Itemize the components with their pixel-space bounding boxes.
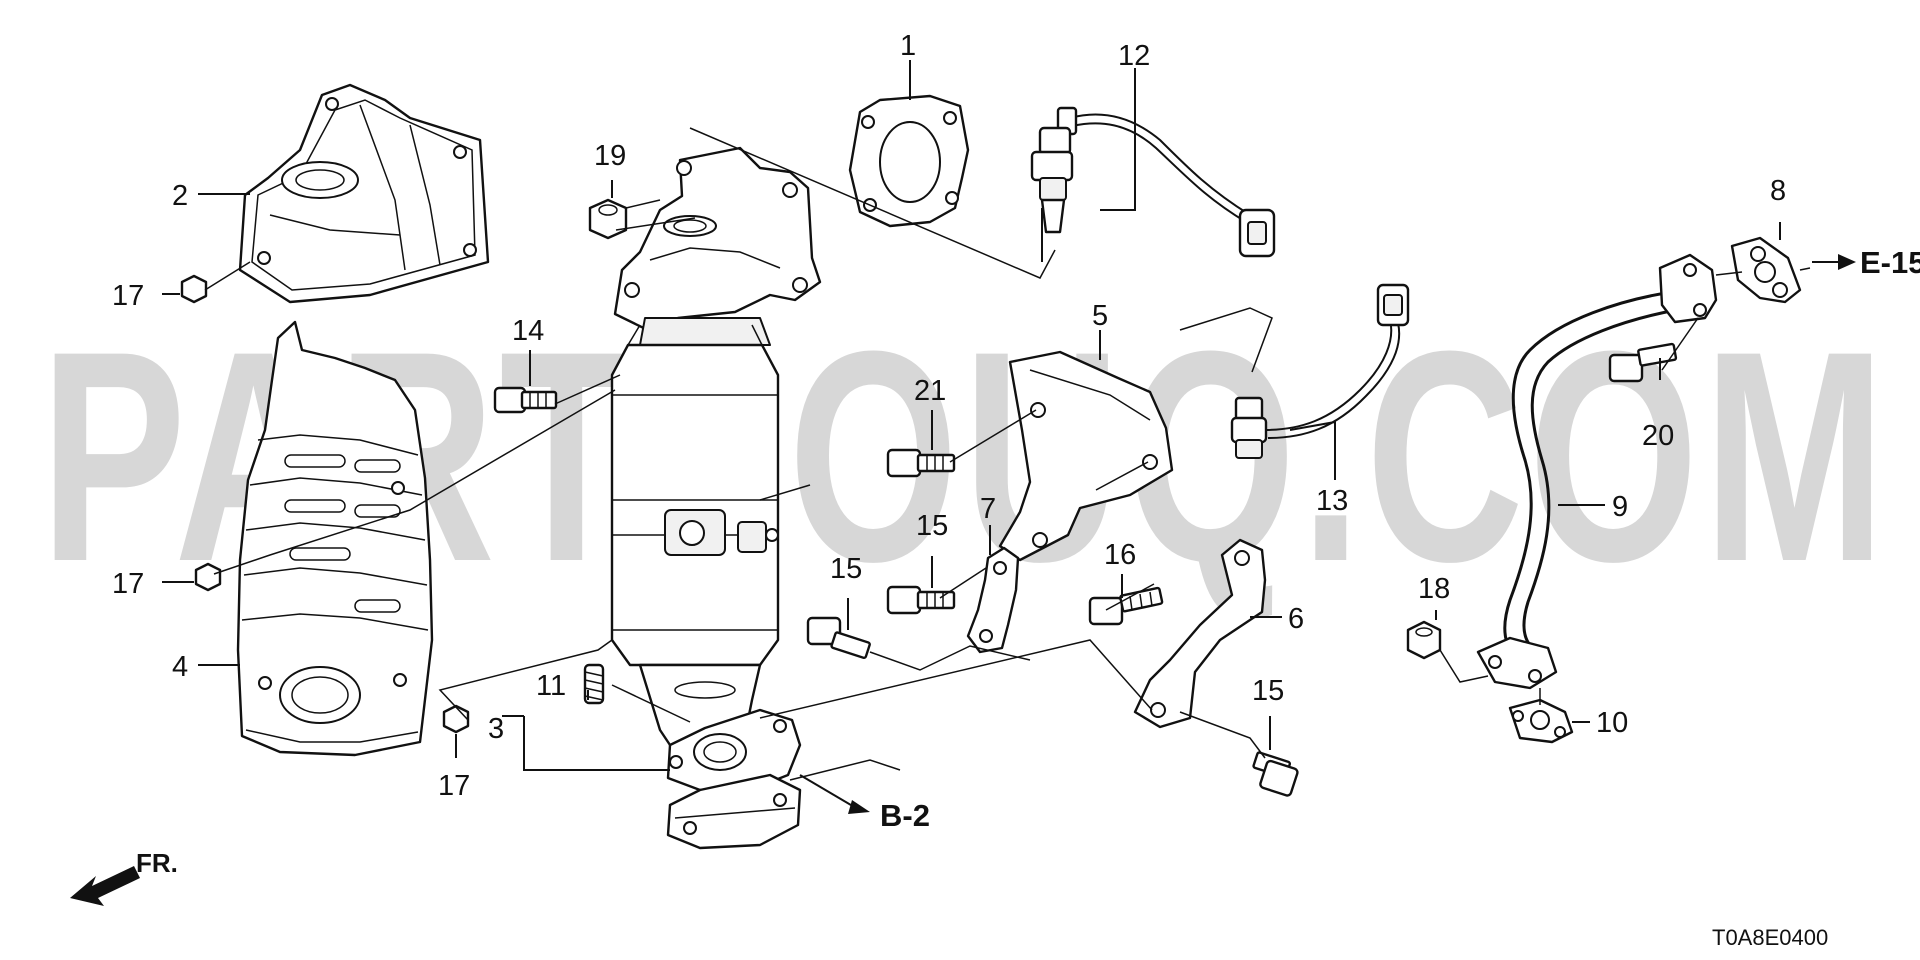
nut-18[interactable] xyxy=(1406,620,1442,660)
bolt-15-a[interactable] xyxy=(886,585,956,615)
callout-20: 20 xyxy=(1642,420,1674,452)
converter-bracket[interactable] xyxy=(998,350,1174,562)
callout-13: 13 xyxy=(1316,485,1348,517)
callout-17-c: 17 xyxy=(438,770,470,802)
callout-8: 8 xyxy=(1770,175,1786,207)
converter-stay-7[interactable] xyxy=(966,546,1020,654)
callout-7: 7 xyxy=(980,493,996,525)
nut-19[interactable] xyxy=(588,198,628,240)
callout-labels: 1 2 3 4 5 6 7 8 9 10 11 12 13 14 15 15 1… xyxy=(112,30,1786,802)
converter-stay-6[interactable] xyxy=(1133,538,1267,729)
reference-b2-label: B-2 xyxy=(880,798,930,833)
catalytic-converter-assembly[interactable] xyxy=(610,146,822,850)
lower-heat-shield[interactable] xyxy=(236,320,434,757)
egr-pipe-gasket-upper[interactable] xyxy=(1730,236,1802,304)
reference-b2[interactable]: B-2 xyxy=(799,774,930,833)
callout-15-b: 15 xyxy=(830,553,862,585)
callout-18: 18 xyxy=(1418,573,1450,605)
callout-15-a: 15 xyxy=(916,510,948,542)
reference-e15-label: E-15 xyxy=(1860,245,1920,280)
callout-15-c: 15 xyxy=(1252,675,1284,707)
callout-4: 4 xyxy=(172,651,188,683)
nut-17-a[interactable] xyxy=(180,274,208,304)
callout-3: 3 xyxy=(488,713,504,745)
reference-e15[interactable]: E-15 xyxy=(1812,245,1920,280)
upper-heat-shield[interactable] xyxy=(238,83,490,304)
alignment-lines xyxy=(204,127,1811,781)
egr-pipe[interactable] xyxy=(1476,253,1718,690)
callout-14: 14 xyxy=(512,315,544,347)
stud-bolt[interactable] xyxy=(583,663,605,705)
callout-11: 11 xyxy=(536,670,566,702)
callout-17-a: 17 xyxy=(112,280,144,312)
callout-1: 1 xyxy=(900,30,916,62)
bolt-15-c[interactable] xyxy=(1252,751,1299,797)
leader-lines xyxy=(162,60,1781,771)
front-label: FR. xyxy=(136,848,178,878)
callout-2: 2 xyxy=(172,180,188,212)
diagram-code: T0A8E0400 xyxy=(1712,925,1828,950)
callout-5: 5 xyxy=(1092,300,1108,332)
bolt-15-b[interactable] xyxy=(806,616,871,660)
bolt-21[interactable] xyxy=(886,448,956,478)
egr-pipe-gasket-lower[interactable] xyxy=(1508,698,1574,744)
bolt-14[interactable] xyxy=(493,386,558,414)
callout-6: 6 xyxy=(1288,603,1304,635)
upper-oxygen-sensor[interactable] xyxy=(1030,106,1276,258)
callout-10: 10 xyxy=(1596,707,1628,739)
callout-21: 21 xyxy=(914,375,946,407)
nut-17-c[interactable] xyxy=(442,704,470,734)
callout-17-b: 17 xyxy=(112,568,144,600)
front-direction-marker: FR. xyxy=(70,848,178,906)
callout-19: 19 xyxy=(594,140,626,172)
exhaust-manifold-gasket[interactable] xyxy=(848,94,970,228)
callout-12: 12 xyxy=(1118,40,1150,72)
callout-16: 16 xyxy=(1104,539,1136,571)
nut-17-b[interactable] xyxy=(194,562,222,592)
lower-oxygen-sensor[interactable] xyxy=(1230,283,1410,459)
callout-9: 9 xyxy=(1612,491,1628,523)
bolt-16[interactable] xyxy=(1088,586,1164,626)
